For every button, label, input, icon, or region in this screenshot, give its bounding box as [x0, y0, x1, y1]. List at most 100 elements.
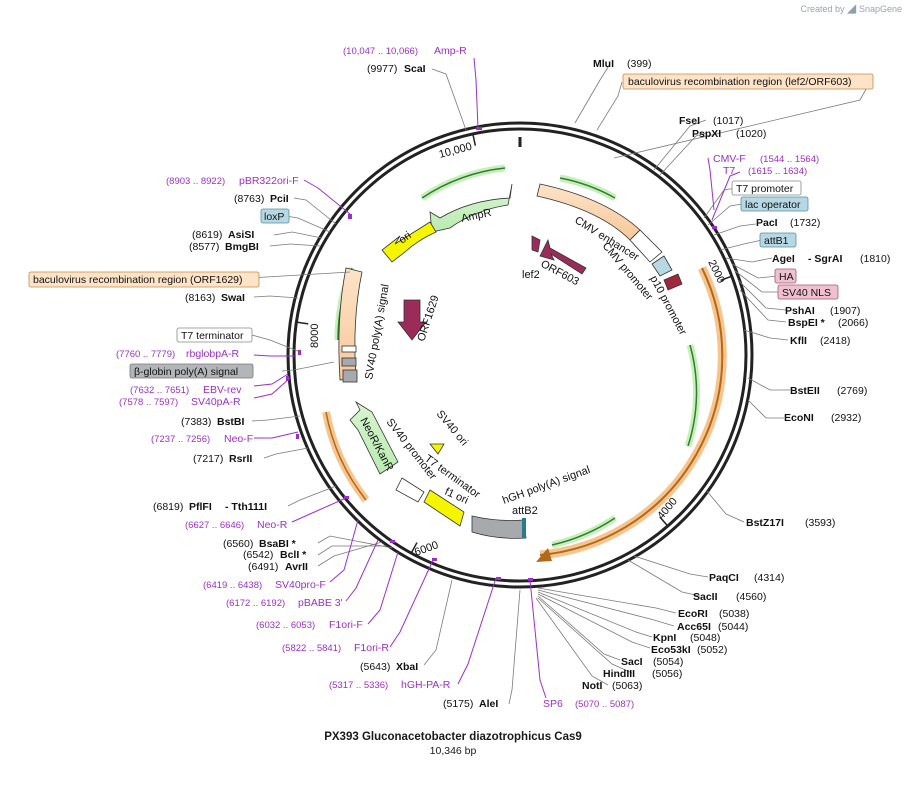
site-econi-pos: (2932): [831, 412, 861, 424]
primer-pbr322orif-range: (8903 .. 8922): [166, 176, 225, 187]
site-acc65i-pos: (5044): [718, 621, 748, 633]
tick-mark-3: [296, 321, 309, 325]
site-bstz17i-pos: (3593): [805, 517, 835, 529]
tick-mark-1: [659, 516, 669, 527]
primer-hghpar-name: hGH-PA-R: [401, 679, 451, 691]
site-kfli-name: KflI: [790, 335, 807, 347]
plasmid-size: 10,346 bp: [429, 745, 477, 757]
site-pflfi-name: PflFI: [189, 501, 212, 513]
box-ha-text: HA: [779, 271, 794, 283]
label-sv40-promoter: SV40 promoter: [384, 416, 439, 482]
site-paqci-pos: (4314): [754, 572, 784, 584]
snapgene-credit: Created by ◢ SnapGene: [800, 2, 902, 15]
feature-green-line-top: [559, 177, 616, 199]
box-t7-promoter-text: T7 promoter: [736, 183, 794, 195]
site-sacii-name: SacII: [693, 591, 718, 603]
site-paci-name: PacI: [756, 217, 778, 229]
site-saci-name: SacI: [621, 656, 643, 668]
site-bstz17i-name: BstZ17I: [746, 517, 784, 529]
primer-f1orir-range: (5822 .. 5841): [282, 643, 341, 654]
feature-globin-polya-box: [341, 357, 357, 367]
feature-orange-line-left: [325, 411, 367, 501]
feature-green-line-bottom: [551, 517, 616, 546]
plasmid-name: PX393 Gluconacetobacter diazotrophicus C…: [324, 731, 582, 743]
site-alei-name: AleI: [479, 698, 498, 710]
site-hindiii-name: HindIII: [603, 668, 635, 680]
site-asisi-pos: (8619): [192, 229, 222, 241]
label-hgh-polya: hGH poly(A) signal: [501, 464, 592, 507]
site-acc65i-name: Acc65I: [677, 621, 711, 633]
primer-pbabe3-range: (6172 .. 6192): [226, 598, 285, 609]
site-bsteii-pos: (2769): [837, 385, 867, 397]
snapgene-logo-icon: ◢: [847, 3, 856, 15]
primer-neof-name: Neo-F: [224, 433, 253, 445]
primer-f1orif-name: F1ori-F: [329, 619, 363, 631]
box-baculo-orf1629-text: baculovirus recombination region (ORF162…: [33, 274, 243, 286]
site-bcli-pos: (6542): [243, 549, 273, 561]
feature-green-arc-topleft: [420, 164, 506, 201]
site-asisi-name: AsiSI: [228, 229, 254, 241]
site-sgrai-pos: (1810): [860, 253, 890, 265]
site-kfli-pos: (2418): [820, 335, 850, 347]
primer-rbglobpar-range: (7760 .. 7779): [116, 349, 175, 360]
site-xbai-pos: (5643): [360, 661, 390, 673]
site-scai-pos: (9977): [367, 63, 397, 75]
site-kpni-name: KpnI: [653, 632, 676, 644]
site-kpni-pos: (5048): [690, 632, 720, 644]
primer-f1orif-range: (6032 .. 6053): [256, 620, 315, 631]
site-pcii-name: PciI: [270, 193, 289, 205]
feature-p10-promoter: [651, 255, 673, 277]
site-xbai-name: XbaI: [396, 661, 418, 673]
site-rsrii-pos: (7217): [193, 453, 223, 465]
box-loxp: [260, 208, 290, 224]
feature-sv40-promoter-arrow: [395, 477, 425, 503]
site-bsteii-name: BstEII: [790, 385, 820, 397]
feature-cas9-arrowhead: [536, 548, 552, 562]
box-lac-operator: [740, 196, 809, 212]
primer-t7-name: T7: [723, 165, 735, 177]
site-noti-pos: (5063): [612, 680, 642, 692]
feature-globin-polya-box2: [342, 369, 358, 383]
site-ecori-pos: (5038): [719, 608, 749, 620]
site-hindiii-pos: (5056): [652, 668, 682, 680]
feature-green-line-topleft: [421, 167, 506, 199]
primer-pbr322orif-name: pBR322ori-F: [239, 175, 299, 187]
tick-mark-2: [410, 542, 418, 554]
feature-sv40-polya-box: [341, 345, 357, 353]
primer-neor-range: (6627 .. 6646): [185, 520, 244, 531]
site-bcli-name: BclI *: [280, 549, 307, 561]
site-rsrii-name: RsrII: [229, 453, 252, 465]
box-ha: [774, 268, 797, 284]
site-econi-name: EcoNI: [784, 412, 814, 424]
primer-labels: (10,047 .. 10,066) Amp-R CMV-F (1544 .. …: [116, 45, 819, 710]
site-swai-pos: (8163): [185, 292, 215, 304]
credit-brand: SnapGene: [858, 3, 902, 14]
primer-ampr-range: (10,047 .. 10,066): [343, 46, 418, 57]
label-ori: ori: [397, 230, 414, 247]
site-bmgbi-name: BmgBI: [225, 241, 259, 253]
box-t7-promoter: [731, 180, 802, 196]
site-tth111i-name: - Tth111I: [225, 501, 267, 513]
site-ecori-name: EcoRI: [678, 608, 708, 620]
feature-cmv-promoter: [629, 229, 663, 263]
primer-sv40prof-name: SV40pro-F: [275, 579, 326, 591]
feature-ori-arrow: [381, 221, 437, 263]
site-bspei-pos: (2066): [838, 317, 868, 329]
primer-ebvrev-range: (7632 .. 7651): [130, 385, 189, 396]
box-globin-polya: [129, 363, 254, 379]
backbone-outer-ring: [286, 121, 754, 589]
site-swai-name: SwaI: [221, 292, 245, 304]
box-attb1-text: attB1: [764, 235, 789, 247]
site-noti-name: NotI: [582, 680, 602, 692]
primer-sv40prof-range: (6419 .. 6438): [203, 580, 262, 591]
primer-cmvf-name: CMV-F: [713, 153, 746, 165]
site-saci-pos: (5054): [653, 656, 683, 668]
backbone-inner-ring: [292, 127, 748, 583]
feature-ampr-arrow: [429, 183, 513, 233]
primer-sp6-range: (5070 .. 5087): [575, 699, 634, 710]
site-bspei-name: BspEI *: [788, 317, 826, 329]
box-t7-terminator-text: T7 terminator: [181, 330, 244, 342]
site-eco53ki-pos: (5052): [697, 644, 727, 656]
site-bstbi-name: BstBI: [217, 416, 245, 428]
primer-sp6-name: SP6: [543, 698, 563, 710]
